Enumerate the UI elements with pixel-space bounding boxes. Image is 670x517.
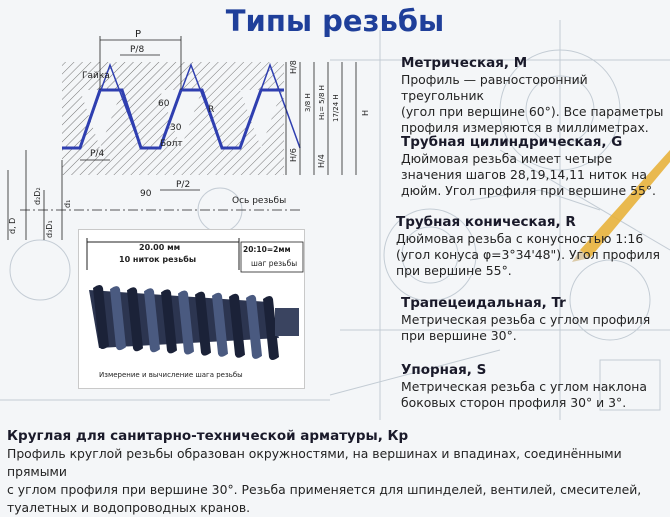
background-blueprint-sketch [0, 20, 670, 420]
label-angle-60: 60 [158, 99, 170, 109]
section-metric: Метрическая, M Профиль — равносторонний … [401, 55, 669, 136]
label-nut: Гайка [82, 71, 110, 81]
label-90: 90 [140, 189, 152, 199]
pencil-decoration [572, 150, 670, 262]
rod-end [275, 308, 299, 336]
rod-thread-turn [195, 291, 211, 356]
section-line: Дюймовая резьба имеет четыре [401, 151, 613, 166]
rod-thread-turn [161, 289, 177, 354]
label-p4: P/4 [90, 149, 104, 159]
label-d3d1: d₃D₁ [45, 220, 54, 238]
label-dd: d, D [8, 218, 17, 234]
rod-thread-turn [178, 290, 194, 355]
section-heading: Трубная цилиндрическая, G [401, 134, 623, 150]
rod-thread-turn [263, 296, 279, 360]
section-pipe-cylindrical: Трубная цилиндрическая, G Дюймовая резьб… [401, 134, 669, 199]
bolt-hatch [62, 90, 284, 175]
measure-label: 20.00 мм [139, 243, 180, 252]
rod-thread-turn [93, 285, 109, 349]
rod-thread-turn [212, 292, 228, 357]
page-title: Типы резьбы [225, 4, 445, 38]
label-bolt: Болт [160, 139, 183, 149]
label-p2: P/2 [176, 180, 190, 190]
section-pipe-conical: Трубная коническая, R Дюймовая резьба с … [396, 214, 668, 279]
section-heading: Трапецеидальная, Tr [401, 295, 566, 311]
pitch-label: шаг резьбы [251, 259, 297, 268]
rod-thread-turn [246, 294, 262, 359]
section-line: с углом профиля при вершине 30°. Резьба … [7, 482, 642, 497]
section-heading: Упорная, S [401, 362, 487, 378]
photo-caption: Измерение и вычисление шага резьбы [99, 371, 243, 379]
section-line: Профиль — равносторонний треугольник [401, 72, 588, 103]
section-line: (угол конуса φ=3°34'48"). Угол профиля [396, 247, 661, 262]
rod-thread-turn [127, 287, 143, 352]
section-line: Метрическая резьба с углом профиля [401, 312, 651, 327]
section-line: боковых сторон профиля 30° и 3°. [401, 395, 627, 410]
label-d1: d₁ [63, 200, 72, 208]
threaded-rod-illustration: 20.00 мм 10 ниток резьбы 20:10=2мм шаг р… [86, 238, 304, 379]
section-line: Профиль круглой резьбы образован окружно… [7, 446, 622, 479]
label-h8: H/8 [289, 60, 298, 74]
rod-thread-turn [144, 288, 160, 353]
rod-thread-turn [229, 293, 245, 358]
section-trapezoidal: Трапецеидальная, Tr Метрическая резьба с… [401, 295, 669, 344]
section-heading: Круглая для санитарно-технической армату… [7, 428, 409, 444]
section-line: дюйм. Угол профиля при вершине 55°. [401, 183, 656, 198]
label-30: 30 [170, 123, 182, 133]
section-line: туалетных и водопроводных кранов. [7, 500, 251, 515]
thread-profile-diagram: P P/8 Гайка 60 R 30 P/4 Болт 90 P/2 Ось … [7, 30, 370, 240]
pitch-formula: 20:10=2мм [243, 245, 291, 254]
section-line: Метрическая резьба с углом наклона [401, 379, 647, 394]
section-line: при вершине 30°. [401, 328, 517, 343]
turns-label: 10 ниток резьбы [119, 254, 196, 264]
section-buttress: Упорная, S Метрическая резьба с углом на… [401, 362, 669, 411]
label-axis: Ось резьбы [232, 196, 286, 206]
threaded-rod [89, 285, 299, 360]
label-17-24h: 17/24 H [332, 94, 340, 122]
rod-thread-turn [110, 286, 126, 351]
label-h: H [361, 110, 370, 116]
label-3-8h: 3/8 H [304, 93, 312, 112]
label-pitch: P [135, 30, 141, 40]
label-h1: H₁= 5/8 H [318, 85, 326, 120]
section-heading: Метрическая, M [401, 55, 528, 71]
section-line: (угол при вершине 60°). Все параметры [401, 104, 664, 119]
label-d2d2: d₂D₂ [33, 187, 42, 205]
section-line: профиля измеряются в миллиметрах. [401, 120, 649, 135]
section-line: значения шагов 28,19,14,11 ниток на [401, 167, 647, 182]
label-h6: H/6 [289, 148, 298, 162]
label-radius: R [208, 105, 214, 115]
section-round: Круглая для санитарно-технической армату… [7, 428, 667, 517]
label-h4: H/4 [317, 154, 326, 168]
section-line: при вершине 55°. [396, 263, 512, 278]
section-line: Дюймовая резьба с конусностью 1:16 [396, 231, 644, 246]
section-heading: Трубная коническая, R [396, 214, 576, 230]
thread-pitch-photo: 20.00 мм 10 ниток резьбы 20:10=2мм шаг р… [78, 229, 305, 389]
nut-hatch [62, 62, 284, 90]
label-p8: P/8 [130, 45, 144, 55]
